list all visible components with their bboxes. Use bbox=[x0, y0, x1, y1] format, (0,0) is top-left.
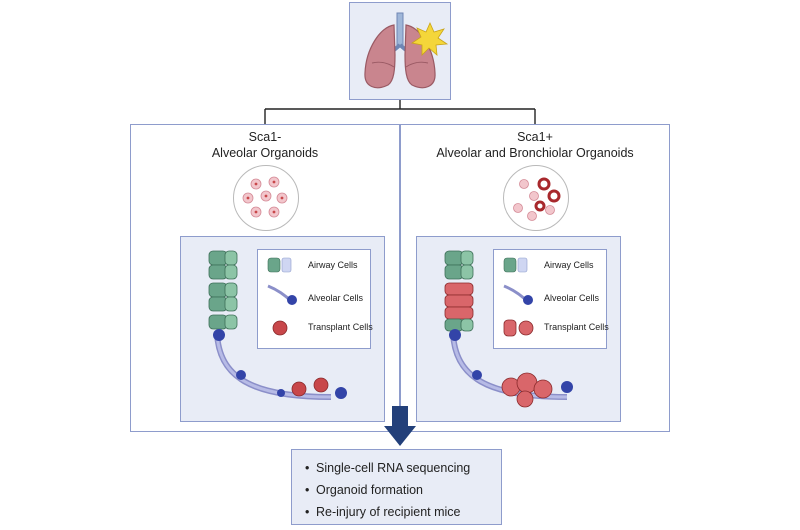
lung-injury-illustration bbox=[349, 2, 451, 100]
sca1-positive-panel: Sca1+ Alveolar and Bronchiolar Organoids bbox=[400, 124, 670, 432]
legend-alveolar-label: Alveolar Cells bbox=[308, 293, 364, 303]
alveolar-organoid-dish bbox=[233, 165, 299, 231]
panel-title-line2: Alveolar Organoids bbox=[211, 146, 319, 160]
epithelium-diagram bbox=[208, 250, 347, 400]
lungs-icon bbox=[364, 12, 436, 89]
legend-alveolar-label: Alveolar Cells bbox=[544, 293, 600, 303]
legend-swatches bbox=[267, 257, 297, 336]
legend-airway-label: Airway Cells bbox=[308, 260, 358, 270]
outcome-item: Single-cell RNA sequencing bbox=[305, 457, 501, 479]
legend-transplant-label: Transplant Cells bbox=[544, 322, 609, 332]
sca1-negative-panel: Sca1- Alveolar Organoids bbox=[130, 124, 400, 432]
mixed-organoid-dish bbox=[503, 165, 569, 231]
outcome-item: Organoid formation bbox=[305, 479, 501, 501]
panel-title-line1: Sca1- bbox=[248, 130, 282, 144]
mixed-organoid-cluster-icon bbox=[513, 177, 561, 221]
panel-title-line1: Sca1+ bbox=[517, 130, 553, 144]
transplant-schematic: Airway Cells Alveolar Cells Transplant C… bbox=[416, 236, 621, 422]
panel-title-line2: Alveolar and Bronchiolar Organoids bbox=[436, 146, 634, 160]
outcomes-box: Single-cell RNA sequencing Organoid form… bbox=[291, 449, 502, 525]
alveolar-organoid-cluster-icon bbox=[242, 176, 288, 218]
epithelium-diagram bbox=[444, 250, 573, 408]
cell-legend: Airway Cells Alveolar Cells Transplant C… bbox=[257, 249, 373, 349]
legend-swatches bbox=[503, 257, 534, 337]
outcome-item: Re-injury of recipient mice bbox=[305, 501, 501, 523]
transplant-schematic: Airway Cells Alveolar Cells Transplant C… bbox=[180, 236, 385, 422]
injury-burst-icon bbox=[410, 22, 449, 56]
cell-legend: Airway Cells Alveolar Cells Transplant C… bbox=[493, 249, 609, 349]
legend-transplant-label: Transplant Cells bbox=[308, 322, 373, 332]
legend-airway-label: Airway Cells bbox=[544, 260, 594, 270]
